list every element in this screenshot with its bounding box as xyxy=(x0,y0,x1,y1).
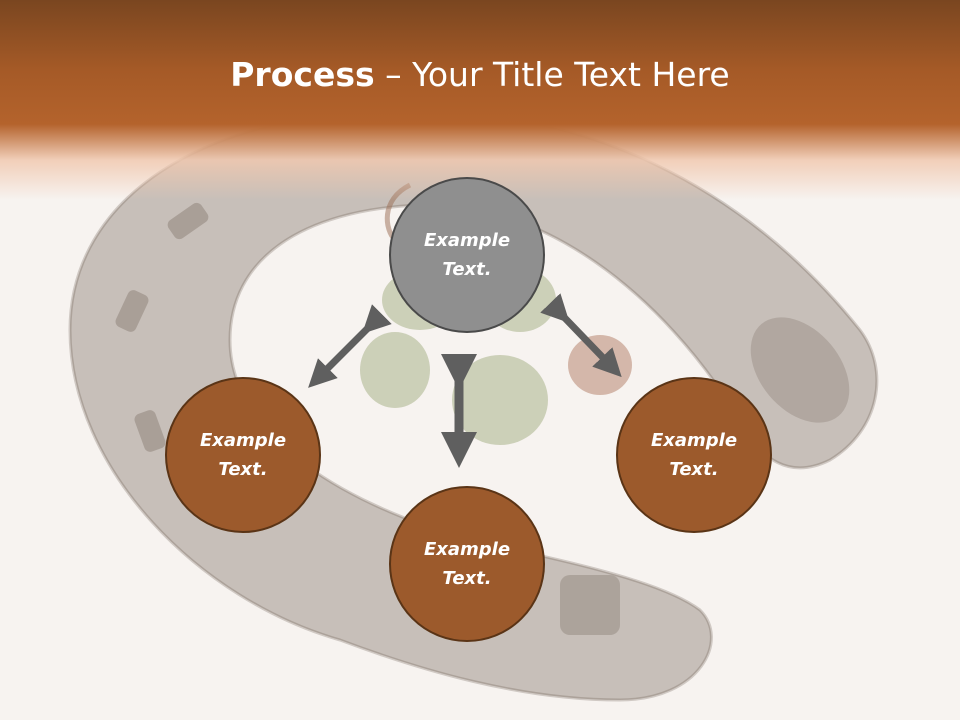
slide-title: Process – Your Title Text Here xyxy=(0,50,960,100)
node-text-line2: Text. xyxy=(442,259,492,280)
node-text-line2: Text. xyxy=(218,459,268,480)
node-text-line1: Example xyxy=(423,539,511,560)
title-bold: Process xyxy=(230,55,375,94)
header-band xyxy=(0,0,960,200)
node-text-line1: Example xyxy=(199,430,287,451)
process-node-right: Example Text. xyxy=(616,377,772,533)
process-node-bottom: Example Text. xyxy=(389,486,545,642)
title-rest: – Your Title Text Here xyxy=(374,55,730,94)
node-text-line2: Text. xyxy=(669,459,719,480)
node-text-line1: Example xyxy=(423,230,511,251)
node-text-line2: Text. xyxy=(442,568,492,589)
process-node-top: Example Text. xyxy=(389,177,545,333)
node-text-line1: Example xyxy=(650,430,738,451)
double-headed-arrow-icon xyxy=(540,293,622,378)
double-headed-arrow-icon xyxy=(308,304,392,388)
process-node-left: Example Text. xyxy=(165,377,321,533)
